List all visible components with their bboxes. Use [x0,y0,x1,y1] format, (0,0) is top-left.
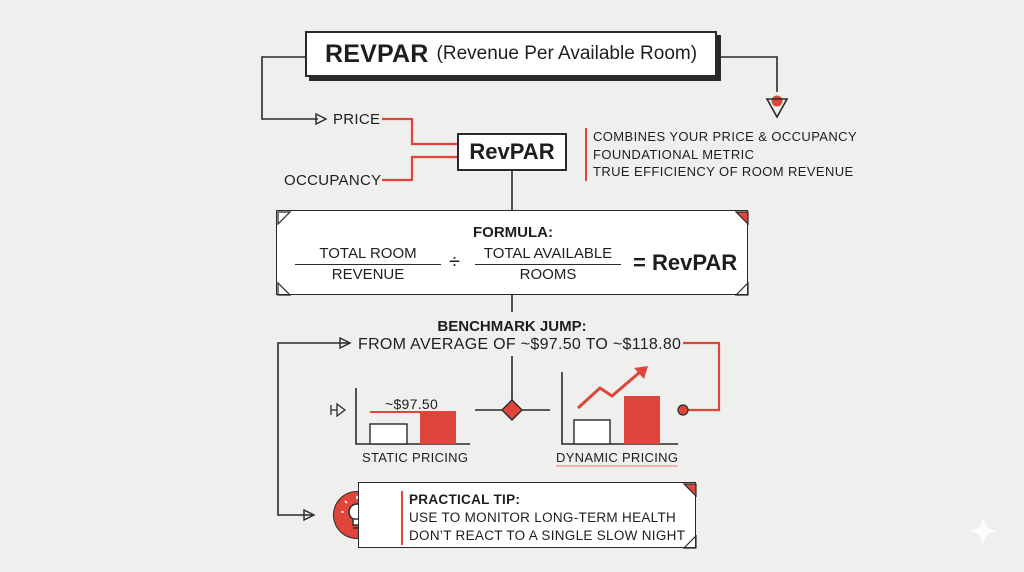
fact-item: COMBINES YOUR PRICE & OCCUPANCY [593,129,858,144]
dynamic-caption: DYNAMIC PRICING [556,450,679,467]
static-caption: STATIC PRICING [362,450,469,465]
tip-box: PRACTICAL TIP: USE TO MONITOR LONG-TERM … [358,482,697,549]
growth-arrow-line [576,370,641,410]
static-bar-value [420,412,456,444]
benchmark-subtitle: FROM AVERAGE OF ~$97.50 TO ~$118.80 [358,336,682,353]
tip-text: PRACTICAL TIP: USE TO MONITOR LONG-TERM … [401,491,685,545]
dynamic-bar-base [573,419,611,445]
title-main: REVPAR [325,39,429,68]
fraction-numerator: TOTAL ROOM [295,244,441,265]
dynamic-bar-value [624,396,660,444]
title-box: REVPAR (Revenue Per Available Room) [305,31,717,77]
dynamic-pricing-chart [561,366,678,445]
tip-title: PRACTICAL TIP: [409,492,521,507]
fact-item: TRUE EFFICIENCY OF ROOM REVENUE [593,164,854,179]
fraction-numerator: TOTAL AVAILABLE [475,244,621,265]
title-subtitle: (Revenue Per Available Room) [436,43,698,64]
growth-arrow-head [634,366,648,379]
formula-title: FORMULA: [473,224,553,241]
tip-corner-decorations [682,483,697,549]
tip-line: DON’T REACT TO A SINGLE SLOW NIGHT [409,528,686,543]
fraction-denominator: REVENUE [331,266,405,283]
fact-item: FOUNDATIONAL METRIC [593,146,755,162]
fraction-denominator: ROOMS [519,266,577,283]
revpar-node: RevPAR [457,133,567,171]
price-label: PRICE [333,111,381,128]
corner-decorations [277,211,749,296]
formula-result: = RevPAR [633,250,738,275]
facts-list: COMBINES YOUR PRICE & OCCUPANCY FOUNDATI… [585,128,857,181]
static-bar-base [369,423,408,445]
formula-box: FORMULA: TOTAL ROOM REVENUE ÷ TOTAL AVAI… [276,210,749,296]
static-pricing-chart [355,388,470,445]
static-value-label: ~$97.50 [385,396,439,412]
fraction-revenue: TOTAL ROOM REVENUE [295,244,441,285]
tip-line: USE TO MONITOR LONG-TERM HEALTH [409,510,677,525]
occupancy-label: OCCUPANCY [284,172,382,189]
sparkle-icon [968,516,998,546]
benchmark-title: BENCHMARK JUMP: [437,318,587,335]
divide-sign: ÷ [449,251,460,273]
fraction-rooms: TOTAL AVAILABLE ROOMS [475,244,621,285]
